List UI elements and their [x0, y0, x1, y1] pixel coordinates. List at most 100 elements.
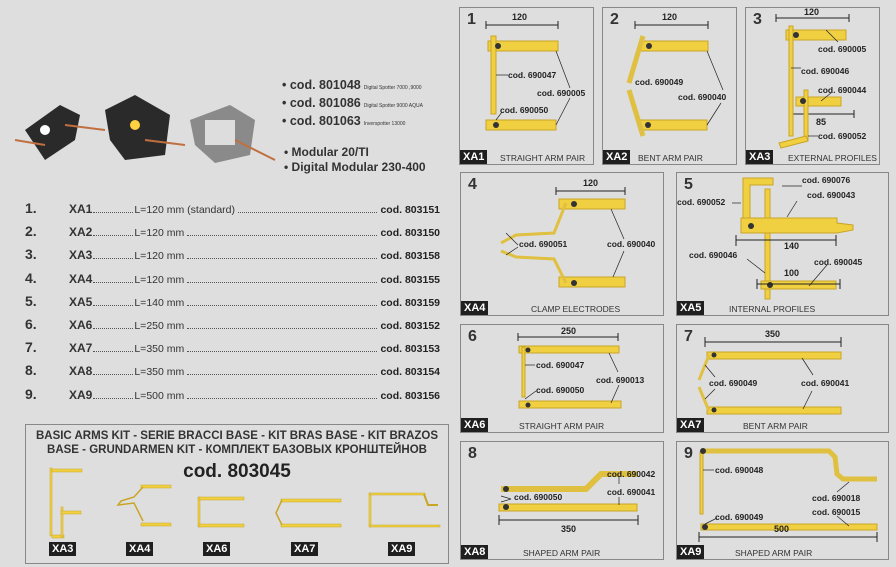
- row-number: 2.: [25, 223, 37, 240]
- leader-dots: [93, 304, 134, 306]
- row-number: 3.: [25, 246, 37, 263]
- arm-length: L=250 mm: [134, 319, 185, 332]
- arm-model: XA1: [69, 202, 93, 216]
- part-code: cod. 690051: [519, 239, 568, 249]
- part-code: cod. 690018: [812, 493, 861, 503]
- arm-length: L=500 mm: [134, 389, 185, 402]
- panel-caption: STRAIGHT ARM PAIR: [519, 421, 605, 431]
- arm-model: XA5: [69, 294, 93, 309]
- arm-drawing: [697, 337, 842, 415]
- kit-badge: XA9: [388, 542, 416, 556]
- part-code: cod. 690043: [807, 190, 856, 200]
- part-code: cod. 690040: [607, 239, 656, 249]
- panel-caption: SHAPED ARM PAIR: [735, 548, 813, 558]
- dimension-label: 120: [583, 178, 599, 188]
- arm-drawing: [626, 21, 724, 137]
- arm-drawing: [485, 21, 571, 131]
- order-code: cod. 803158: [380, 250, 440, 263]
- part-code: cod. 690052: [818, 131, 867, 141]
- part-code: cod. 690047: [536, 360, 585, 370]
- part-code: cod. 690048: [715, 465, 764, 475]
- part-code: cod. 690005: [537, 88, 586, 98]
- part-code: cod. 690049: [709, 378, 758, 388]
- order-code: cod. 803150: [380, 227, 440, 240]
- row-number: 9.: [25, 385, 37, 402]
- part-code: cod. 690042: [607, 469, 656, 479]
- panel-xa5: 5 cod. 690076 cod. 690052 cod. 690043 14…: [676, 172, 889, 316]
- arm-length: L=140 mm: [134, 296, 185, 309]
- part-code: cod. 690005: [818, 44, 867, 54]
- dimension-label: 120: [662, 12, 678, 22]
- row-number: 6.: [25, 315, 37, 332]
- row-number: 8.: [25, 362, 37, 379]
- kit-arms-drawing: [49, 467, 441, 539]
- panel-xa7: 7 350 cod. 690049 cod. 690041 XA7 BENT A…: [676, 324, 889, 433]
- part-code: cod. 690050: [536, 385, 585, 395]
- panel-number: 8: [468, 445, 477, 462]
- panel-number: 1: [467, 11, 476, 28]
- row-number: 7.: [25, 339, 37, 356]
- dimension-label: 140: [784, 241, 800, 251]
- panel-xa4: 4 120 cod. 690051 cod. 690040 XA4 CLAMP …: [460, 172, 664, 316]
- panel-caption: CLAMP ELECTRODES: [531, 304, 621, 314]
- panel-badge: XA4: [461, 301, 489, 315]
- part-code: cod. 690040: [678, 92, 727, 102]
- leader-dots: [187, 281, 378, 283]
- dimension-label: 100: [784, 268, 800, 278]
- panel-badge: XA7: [677, 418, 705, 432]
- modular-item: Digital Modular 230-400: [291, 160, 426, 174]
- leader-dots: [93, 235, 134, 237]
- order-code: cod. 803154: [380, 366, 440, 379]
- dimension-label: 120: [804, 7, 820, 17]
- leader-dots: [187, 235, 378, 237]
- arm-model: XA8: [69, 364, 93, 379]
- kit-badge: XA3: [49, 542, 77, 556]
- list-row: 8. XA8 L=350 mm cod. 803154: [25, 362, 440, 385]
- panel-number: 2: [610, 11, 619, 28]
- modular-models: • Modular 20/TI • Digital Modular 230-40…: [284, 145, 426, 174]
- arm-drawing: [517, 333, 622, 409]
- arm-model: XA2: [69, 225, 93, 240]
- arm-drawing: [698, 448, 878, 542]
- dimension-label: 120: [512, 12, 528, 22]
- leader-dots: [93, 212, 134, 213]
- arm-length: L=350 mm: [134, 366, 185, 379]
- part-code: cod. 690015: [812, 507, 861, 517]
- leader-dots: [93, 258, 134, 260]
- panel-badge: XA2: [603, 150, 631, 164]
- arm-drawing: [498, 471, 639, 525]
- leader-dots: [93, 351, 134, 353]
- row-number: 5.: [25, 292, 37, 309]
- arm-drawing: [775, 14, 855, 149]
- basic-arms-kit: BASIC ARMS KIT - SERIE BRACCI BASE - KIT…: [25, 424, 449, 564]
- dimension-label: 350: [765, 329, 781, 339]
- panel-badge: XA5: [677, 301, 705, 315]
- kit-title-2: BASE - GRUNDARMEN KIT - КОМПЛЕКТ БАЗОВЫХ…: [47, 444, 427, 456]
- kit-title-1: BASIC ARMS KIT - SERIE BRACCI BASE - KIT…: [35, 430, 439, 442]
- order-code: cod. 803155: [380, 273, 440, 286]
- leader-dots: [93, 281, 134, 283]
- part-code: cod. 690076: [802, 175, 851, 185]
- dimension-label: 350: [561, 524, 577, 534]
- arm-model: XA4: [69, 271, 93, 286]
- arm-model: XA3: [69, 248, 93, 263]
- modular-item: Modular 20/TI: [291, 145, 369, 159]
- dimension-label: 250: [561, 326, 577, 336]
- panel-xa1: 1 120 cod. 690047 cod. 690005 cod. 69005…: [459, 7, 594, 165]
- part-code: cod. 690041: [607, 487, 656, 497]
- kit-badge: XA7: [291, 542, 319, 556]
- leader-dots: [187, 258, 378, 260]
- panel-badge: XA8: [461, 545, 489, 559]
- order-code: cod. 803153: [380, 343, 440, 356]
- arm-length: L=120 mm (standard): [134, 204, 236, 216]
- part-code: cod. 690013: [596, 375, 645, 385]
- panel-xa3: 3 120 85 cod. 690005 cod. 690046 cod. 69…: [745, 7, 880, 165]
- panel-number: 3: [753, 11, 762, 28]
